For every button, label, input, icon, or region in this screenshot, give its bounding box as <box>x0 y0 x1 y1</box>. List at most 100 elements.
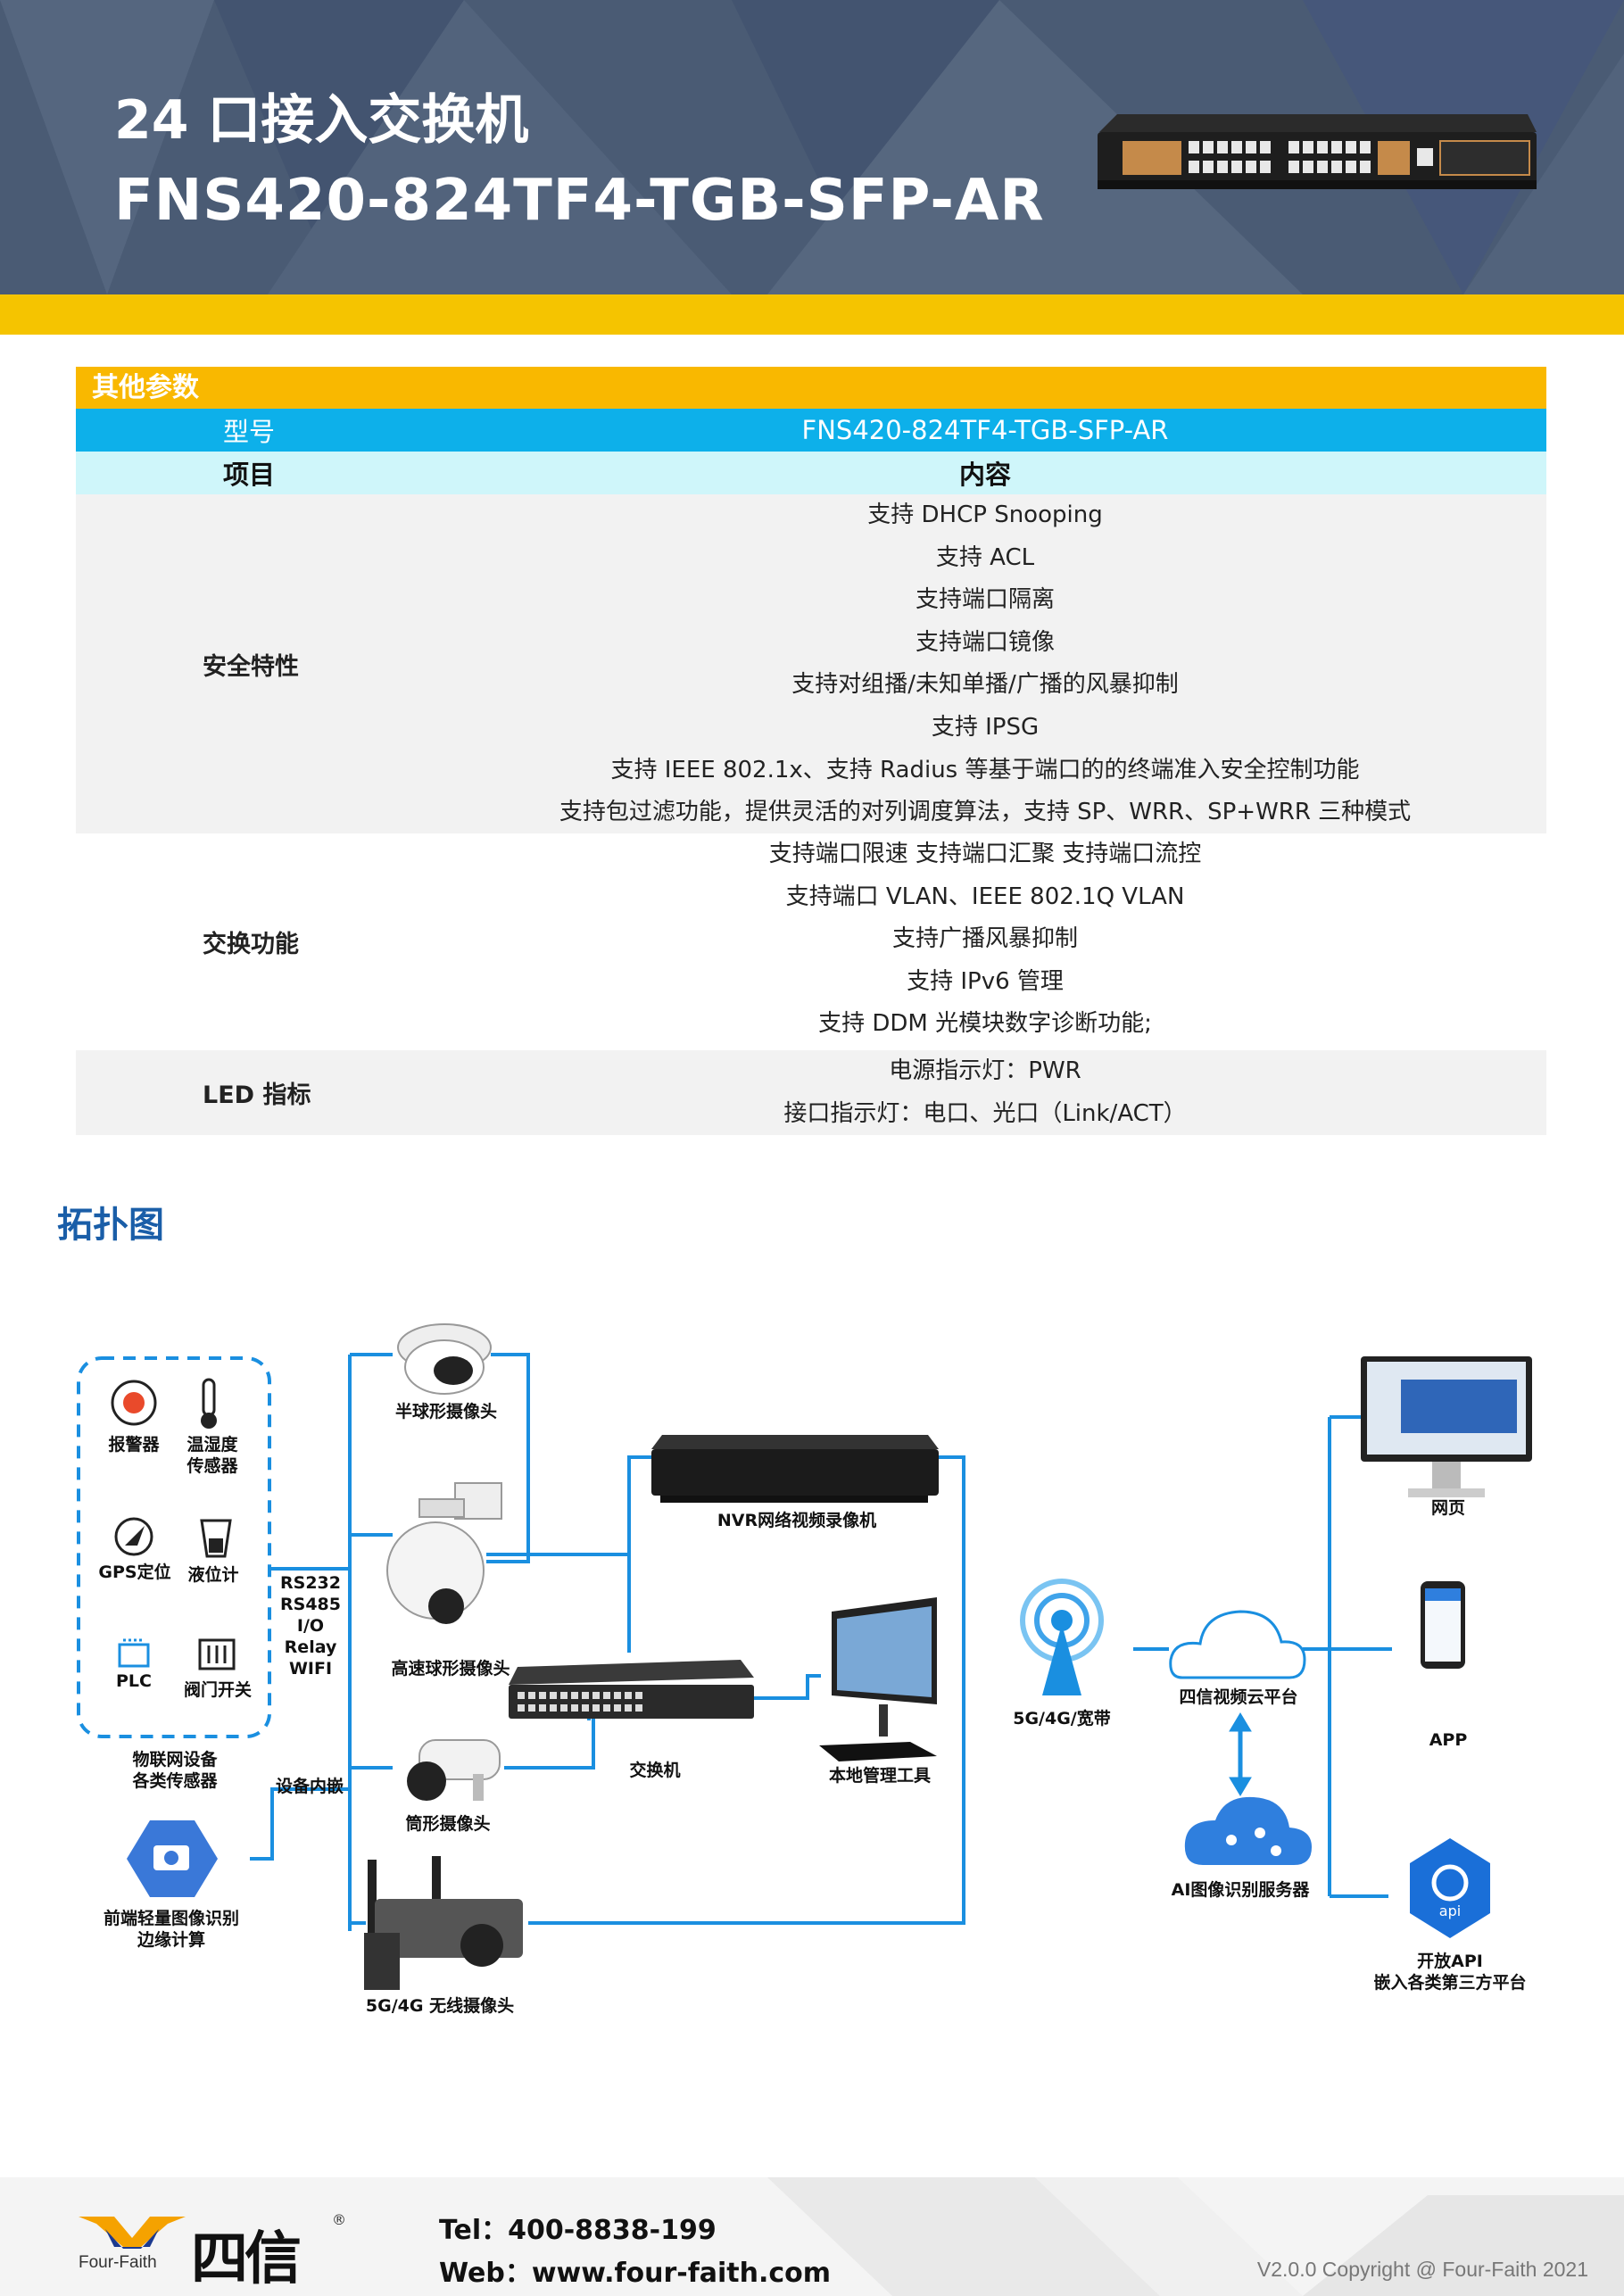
spec-line: 支持端口镜像 <box>915 628 1055 656</box>
level-gauge-icon <box>200 1519 232 1558</box>
sensor-group-box <box>77 1356 271 1738</box>
topology-title: 拓扑图 <box>57 1205 164 1246</box>
edge-label-1: 前端轻量图像识别 <box>103 1909 239 1928</box>
sensor-caption-2: 各类传感器 <box>132 1771 218 1791</box>
api-label-1: 开放API <box>1417 1952 1483 1971</box>
edge-computing-icon <box>127 1820 218 1897</box>
temp-label-1: 温湿度 <box>186 1435 238 1455</box>
brand-logo-icon <box>79 2217 186 2249</box>
section-title-bar: 其他参数 <box>76 367 1546 409</box>
speed-dome-label: 高速球形摄像头 <box>391 1659 510 1678</box>
api-icon <box>1410 1838 1490 1938</box>
spec-line: 支持 IEEE 802.1x、支持 Radius 等基于端口的的终端准入安全控制… <box>610 756 1360 783</box>
monitor-icon <box>819 1597 937 1761</box>
app-label: APP <box>1429 1730 1468 1750</box>
brand-name-cn: 四信 <box>191 2226 302 2292</box>
embedded-label: 设备内嵌 <box>275 1777 344 1796</box>
footer-copyright: V2.0.0 Copyright @ Four-Faith 2021 <box>1256 2258 1588 2281</box>
interface-rs485: RS485 <box>280 1595 341 1614</box>
page-footer <box>0 2177 1624 2296</box>
dome-camera-label: 半球形摄像头 <box>394 1402 497 1422</box>
bullet-camera-label: 筒形摄像头 <box>405 1814 491 1834</box>
spec-line: 支持端口限速 支持端口汇聚 支持端口流控 <box>768 841 1202 867</box>
model-title: FNS420-824TF4-TGB-SFP-AR <box>114 168 1045 234</box>
switch-label: 交换机 <box>629 1761 681 1780</box>
interface-io: I/O <box>296 1616 325 1636</box>
phone-icon <box>1421 1581 1465 1669</box>
interface-wifi: WIFI <box>288 1659 333 1678</box>
temp-label-2: 传感器 <box>186 1456 238 1476</box>
footer-web: Web：www.four-faith.com <box>439 2258 832 2289</box>
local-tool-label: 本地管理工具 <box>828 1766 931 1786</box>
spec-table: 其他参数 型号 FNS420-824TF4-TGB-SFP-AR 项目 内容 安… <box>76 367 1546 1135</box>
page-title: 24 口接入交换机 <box>114 89 529 152</box>
spec-line: 支持 DHCP Snooping <box>867 501 1103 528</box>
item-label: 项目 <box>223 460 276 490</box>
valve-label: 阀门开关 <box>183 1680 252 1700</box>
ai-server-label: AI图像识别服务器 <box>1171 1880 1310 1900</box>
brand-registered-mark: ® <box>332 2211 346 2228</box>
header-triangle-pattern <box>0 0 1624 294</box>
brand-name-en: Four-Faith <box>79 2253 157 2272</box>
alarm-icon <box>111 1380 157 1426</box>
spec-group-led: LED 指标 电源指示灯：PWR 接口指示灯：电口、光口（Link/ACT） <box>76 1050 1546 1135</box>
network-label: 5G/4G/宽带 <box>1013 1709 1111 1728</box>
header-row: 项目 内容 <box>76 452 1546 494</box>
interface-rs232: RS232 <box>280 1573 341 1593</box>
api-badge-label: api <box>1438 1902 1462 1919</box>
spec-group-security: 安全特性 支持 DHCP Snooping 支持 ACL 支持端口隔离 支持端口… <box>76 494 1546 833</box>
spec-line: 电源指示灯：PWR <box>889 1057 1081 1084</box>
model-value: FNS420-824TF4-TGB-SFP-AR <box>801 415 1169 445</box>
level-label: 液位计 <box>187 1565 239 1585</box>
gps-label: GPS定位 <box>98 1562 171 1582</box>
api-label-2: 嵌入各类第三方平台 <box>1373 1973 1527 1993</box>
spec-group-switching: 交换功能 支持端口限速 支持端口汇聚 支持端口流控 支持端口 VLAN、IEEE… <box>76 833 1546 1050</box>
yellow-band <box>0 294 1624 335</box>
spec-line: 支持端口 VLAN、IEEE 802.1Q VLAN <box>785 883 1185 910</box>
web-monitor-icon <box>1361 1356 1532 1497</box>
alarm-label: 报警器 <box>108 1435 160 1455</box>
web-label: 网页 <box>1430 1498 1465 1518</box>
content-label: 内容 <box>958 460 1011 490</box>
cloud-label: 四信视频云平台 <box>1179 1687 1298 1707</box>
gps-icon <box>114 1517 153 1556</box>
ai-server-icon <box>1184 1796 1312 1865</box>
double-arrow-icon <box>1229 1712 1252 1796</box>
group-label: LED 指标 <box>203 1082 311 1109</box>
group-label: 安全特性 <box>203 652 299 681</box>
spec-line: 支持 IPSG <box>931 713 1040 741</box>
switch-icon <box>509 1660 754 1719</box>
interface-relay: Relay <box>284 1637 337 1657</box>
group-label: 交换功能 <box>203 931 299 958</box>
nvr-icon <box>651 1435 939 1503</box>
nvr-label: NVR网络视频录像机 <box>717 1511 877 1530</box>
spec-line: 支持 DDM 光模块数字诊断功能; <box>818 1010 1152 1038</box>
switch-product-photo <box>1098 114 1537 189</box>
bullet-camera-icon <box>407 1739 501 1801</box>
antenna-tower-icon <box>1020 1579 1104 1695</box>
wireless-camera-icon <box>364 1856 523 1990</box>
model-row: 型号 FNS420-824TF4-TGB-SFP-AR <box>76 409 1546 452</box>
thermometer-icon <box>201 1378 217 1429</box>
dome-camera-icon <box>397 1323 492 1395</box>
spec-line: 支持 IPv6 管理 <box>907 967 1064 995</box>
plc-label: PLC <box>116 1671 152 1691</box>
spec-line: 支持包过滤功能，提供灵活的对列调度算法，支持 SP、WRR、SP+WRR 三种模… <box>559 799 1412 826</box>
valve-switch-icon <box>198 1638 236 1670</box>
footer-tel: Tel：400-8838-199 <box>439 2215 717 2246</box>
model-label: 型号 <box>223 417 276 447</box>
cloud-icon <box>1169 1610 1306 1679</box>
edge-label-2: 边缘计算 <box>137 1930 205 1950</box>
speed-dome-camera-icon <box>386 1482 502 1624</box>
spec-line: 支持广播风暴抑制 <box>891 925 1078 953</box>
plc-icon <box>118 1638 150 1668</box>
footer-pattern <box>767 2177 1624 2296</box>
sensor-caption-1: 物联网设备 <box>132 1750 218 1770</box>
connection-lines <box>250 1353 1392 1931</box>
spec-line: 支持 ACL <box>935 543 1035 571</box>
spec-line: 支持端口隔离 <box>915 586 1055 614</box>
topology-graphics <box>77 1323 1532 1990</box>
spec-line: 支持对组播/未知单播/广播的风暴抑制 <box>791 671 1179 699</box>
wireless-camera-label: 5G/4G 无线摄像头 <box>365 1996 515 2016</box>
spec-line: 接口指示灯：电口、光口（Link/ACT） <box>783 1099 1187 1127</box>
